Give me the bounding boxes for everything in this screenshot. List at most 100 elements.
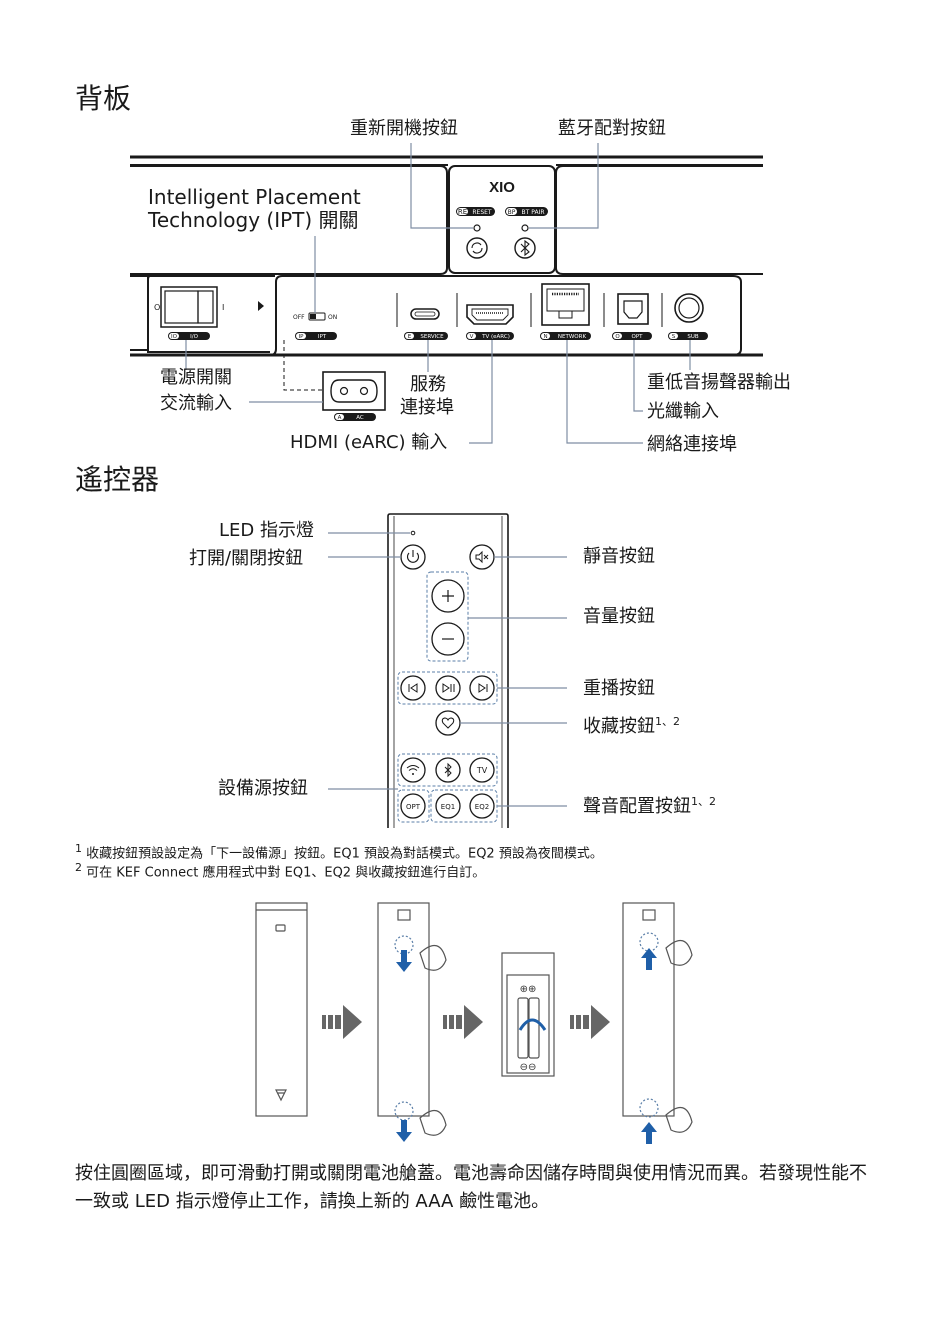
svg-text:V: V xyxy=(470,334,474,340)
power-icon xyxy=(406,550,420,563)
sub-port[interactable] xyxy=(674,293,704,323)
bt-pair-button-label: 藍牙配對按鈕 xyxy=(558,118,666,139)
footnote-1: 1 收藏按鈕預設設定為「下一設備源」按鈕。EQ1 預設為對話模式。EQ2 預設為… xyxy=(75,842,603,862)
ipt-tag: IP IPT xyxy=(295,332,337,340)
playback-label: 重播按鈕 xyxy=(583,678,655,699)
footnote-2: 2 可在 KEF Connect 應用程式中對 EQ1、EQ2 與收藏按鈕進行自… xyxy=(75,861,486,881)
port-separators xyxy=(396,293,663,327)
ipt-switch[interactable]: OFF ON xyxy=(293,312,337,321)
remote-back-closed xyxy=(255,902,308,1117)
volume-label: 音量按鈕 xyxy=(583,606,655,627)
power-switch-label: 電源開關 xyxy=(160,367,232,388)
tv-source-button[interactable]: TV xyxy=(469,757,495,783)
remote-diagram: TV OPT EQ1 EQ2 xyxy=(328,513,567,828)
bluetooth-icon xyxy=(444,762,452,778)
hdmi-port[interactable] xyxy=(466,304,514,325)
opt-source-button[interactable]: OPT xyxy=(400,793,426,819)
svg-text:SERVICE: SERVICE xyxy=(420,334,444,340)
volume-down-button[interactable] xyxy=(431,622,465,656)
remote-back-sliding xyxy=(377,902,447,1136)
svg-text:EQ1: EQ1 xyxy=(441,803,455,811)
play-pause-button[interactable] xyxy=(435,675,461,701)
io-tag: IO I/O xyxy=(168,332,210,340)
ac-input-label: 交流輸入 xyxy=(160,393,232,414)
slide-down-arrow-icon xyxy=(396,950,412,1142)
eq1-button[interactable]: EQ1 xyxy=(435,793,461,819)
service-tag: E SERVICE xyxy=(404,332,448,340)
svg-text:OPT: OPT xyxy=(631,334,643,340)
service-port[interactable] xyxy=(410,308,440,320)
battery-compartment xyxy=(501,952,555,1077)
opt-tag: O OPT xyxy=(612,332,652,340)
next-icon xyxy=(478,683,488,693)
plus-icon xyxy=(442,590,454,602)
back-callout-lines xyxy=(185,143,691,444)
restart-button-label: 重新開機按鈕 xyxy=(350,118,458,139)
back-panel-diagram: XIO RE RESET BP BT PAIR O xyxy=(130,143,763,444)
volume-up-button[interactable] xyxy=(431,579,465,613)
bt-pair-button[interactable] xyxy=(514,237,536,259)
svg-text:OPT: OPT xyxy=(406,803,421,811)
play-pause-icon xyxy=(442,683,455,693)
svg-text:TV (eARC): TV (eARC) xyxy=(481,334,510,340)
chassis-outline xyxy=(130,155,763,357)
optical-label: 光纖輸入 xyxy=(647,401,719,422)
reset-tag-code: RE xyxy=(458,208,467,216)
ipt-switch-label-line1: Intelligent Placement xyxy=(148,185,361,209)
source-label: 設備源按鈕 xyxy=(218,778,308,799)
network-tag: N NETWORK xyxy=(540,332,591,340)
ac-input-port[interactable] xyxy=(322,371,386,411)
next-track-button[interactable] xyxy=(469,675,495,701)
btpair-tag-code: BP xyxy=(508,209,516,216)
ipt-switch-label-line2: Technology (IPT) 開關 xyxy=(148,208,359,232)
btpair-tag-text: BT PAIR xyxy=(522,209,545,216)
svg-text:TV: TV xyxy=(476,766,488,775)
reset-led-icon xyxy=(473,224,481,232)
svg-text:AC: AC xyxy=(356,415,364,421)
slide-up-arrow-icon xyxy=(641,948,657,1144)
battery-plus-marks: ⊕⊕ xyxy=(520,984,537,995)
switch-off-mark: O xyxy=(154,303,160,312)
svg-text:IO: IO xyxy=(171,334,178,340)
tv-earc-tag: V TV (eARC) xyxy=(466,332,514,340)
arrow-marker-icon xyxy=(258,301,264,311)
btpair-tag: BP BT PAIR xyxy=(505,207,548,216)
heart-icon xyxy=(441,717,455,729)
reset-tag: RE RESET xyxy=(456,207,495,216)
power-switch[interactable]: O I xyxy=(154,286,224,328)
optical-port[interactable] xyxy=(617,293,649,325)
sub-out-label: 重低音揚聲器輸出 xyxy=(647,372,791,393)
previous-track-button[interactable] xyxy=(400,675,426,701)
remote-body xyxy=(387,513,509,828)
network-port[interactable] xyxy=(541,283,590,326)
svg-text:S: S xyxy=(672,334,676,340)
sound-profile-label: 聲音配置按鈕1、2 xyxy=(583,795,716,817)
service-label-line1: 服務 xyxy=(410,374,446,395)
back-panel-title: 背板 xyxy=(75,82,132,115)
svg-text:O: O xyxy=(615,334,620,340)
favorite-label: 收藏按鈕1、2 xyxy=(583,715,680,737)
ac-tag: A AC xyxy=(334,413,376,421)
switch-on-mark: I xyxy=(222,303,224,312)
remote-callout-lines xyxy=(328,532,567,807)
wifi-source-button[interactable] xyxy=(400,757,426,783)
svg-text:ON: ON xyxy=(328,314,337,321)
remote-back-closing xyxy=(622,902,693,1133)
hdmi-label: HDMI (eARC) 輸入 xyxy=(290,432,448,453)
refresh-icon xyxy=(471,242,483,254)
remote-title: 遙控器 xyxy=(75,463,160,496)
mute-label: 靜音按鈕 xyxy=(583,546,655,567)
bluetooth-source-button[interactable] xyxy=(435,757,461,783)
mute-icon xyxy=(475,550,483,564)
xio-logo: XIO xyxy=(489,179,515,196)
previous-icon xyxy=(408,683,418,693)
svg-text:EQ2: EQ2 xyxy=(475,803,489,811)
power-label: 打開/關閉按鈕 xyxy=(189,548,304,569)
reset-button[interactable] xyxy=(466,237,488,259)
ipt-ac-dashed-line xyxy=(283,340,323,391)
service-label-line2: 連接埠 xyxy=(400,397,454,418)
sub-tag: S SUB xyxy=(668,332,708,340)
bluetooth-icon xyxy=(520,239,530,257)
eq2-button[interactable]: EQ2 xyxy=(469,793,495,819)
